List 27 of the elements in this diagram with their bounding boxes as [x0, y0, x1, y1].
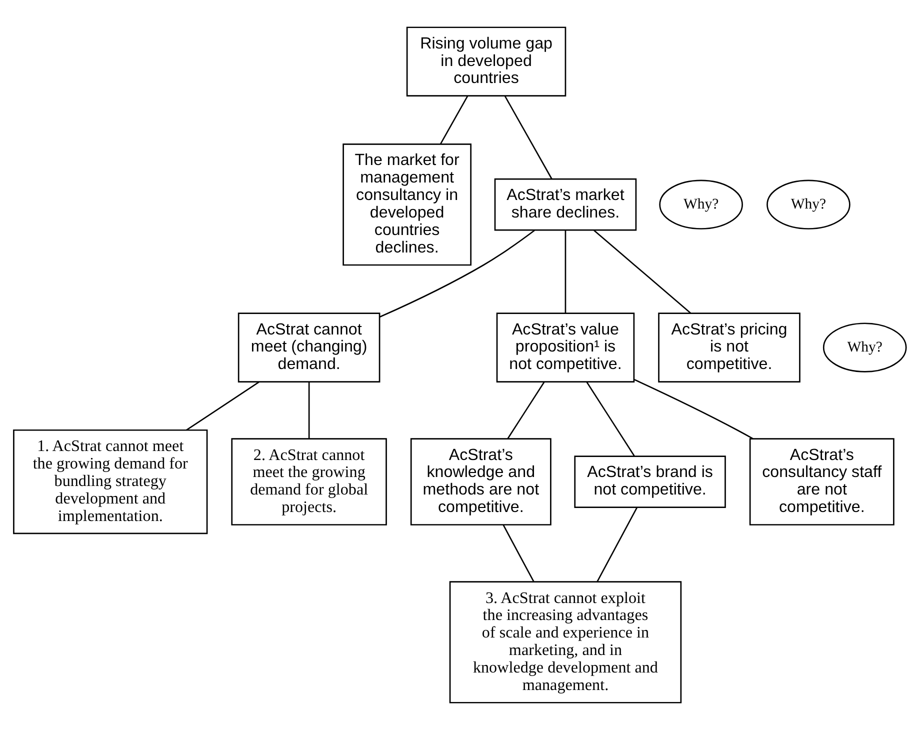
connector [380, 230, 535, 318]
connector [504, 96, 552, 180]
node-box: AcStrat’s market share declines. [494, 178, 637, 231]
connector [507, 382, 545, 440]
node-ellipse: Why? [766, 180, 850, 230]
node-box: AcStrat cannot meet (changing) demand. [238, 312, 380, 382]
connector [186, 382, 260, 431]
connector [308, 382, 310, 439]
node-box: AcStrat’s pricing is not competitive. [658, 312, 800, 382]
node-box: 1. AcStrat cannot meet the growing demand for bundling strategy development and implementation. [13, 429, 208, 534]
node-box: AcStrat’s consultancy staff are not competitive. [749, 438, 894, 526]
node-box: 2. AcStrat cannot meet the growing demand for global projects. [231, 438, 387, 526]
node-box: Rising volume gap in developed countries [406, 26, 566, 96]
node-box: AcStrat’s knowledge and methods are not competitive. [410, 438, 552, 526]
node-ellipse: Why? [822, 322, 907, 372]
connector [634, 378, 754, 440]
node-ellipse: Why? [659, 180, 743, 230]
node-box: 3. AcStrat cannot exploit the increasing advantages of scale and experience in marketing, and in knowledge development and management. [449, 581, 682, 704]
connector [440, 96, 468, 144]
connector [502, 524, 534, 582]
node-box: AcStrat’s value proposition¹ is not competitive. [496, 312, 635, 382]
connector [564, 230, 566, 314]
connector [586, 382, 635, 456]
connector [594, 230, 692, 314]
connector [596, 507, 638, 582]
node-box: AcStrat’s brand is not competitive. [574, 456, 726, 508]
node-box: The market for management consultancy in developed countries declines. [342, 144, 472, 266]
